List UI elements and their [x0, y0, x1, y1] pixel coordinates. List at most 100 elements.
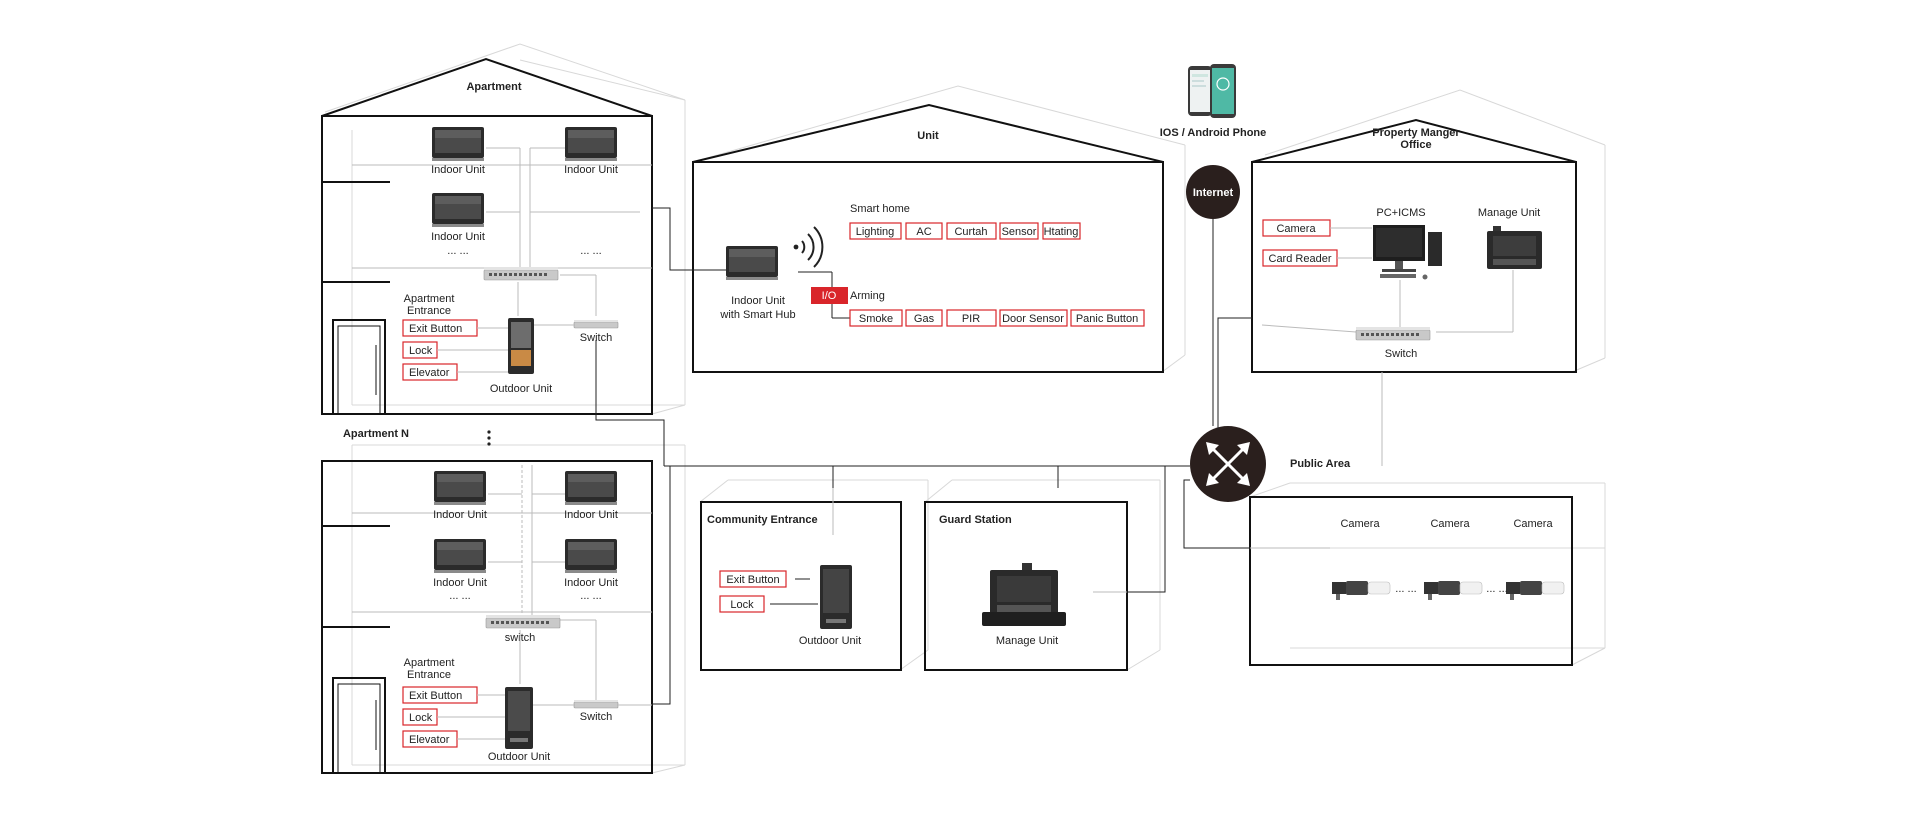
tag-lighting: Lighting	[856, 226, 895, 238]
indoor-unit-icon	[434, 471, 486, 505]
indoor-hub-label: with Smart Hub	[719, 309, 795, 321]
camera-icon	[1331, 580, 1391, 601]
indoor-unit-icon	[565, 539, 617, 573]
manage-unit-label: Manage Unit	[1478, 207, 1540, 219]
tag-ac: AC	[916, 226, 931, 238]
manage-unit-label: Manage Unit	[996, 635, 1058, 647]
internet-label: Internet	[1193, 187, 1234, 199]
switch-icon	[573, 319, 619, 329]
tag-exit-button: Exit Button	[726, 574, 779, 586]
apartment-title: Apartment	[466, 81, 521, 93]
tag-pir: PIR	[962, 313, 980, 325]
tag-elevator: Elevator	[409, 367, 450, 379]
tag-curtain: Curtah	[954, 226, 987, 238]
apartment-entrance-label: Apartment	[404, 293, 455, 305]
unit-building: Unit Indoor Unit with Smart Hub Smart ho…	[692, 103, 1164, 373]
ellipsis: ... ...	[447, 245, 468, 257]
camera-label: Camera	[1430, 518, 1470, 530]
indoor-unit-icon	[432, 127, 484, 161]
office-title: Office	[1400, 139, 1431, 151]
switch-icon	[573, 699, 619, 709]
tag-card-reader: Card Reader	[1269, 253, 1332, 265]
manage-unit-icon	[982, 563, 1066, 626]
core-switch-icon	[1190, 426, 1266, 502]
switch-label: Switch	[580, 332, 612, 344]
apartment-n-title: Apartment N	[343, 428, 409, 440]
property-office-building: Property Manger Office Camera Card Reade…	[1251, 118, 1577, 373]
camera-label: Camera	[1513, 518, 1553, 530]
apartment-entrance-label: Entrance	[407, 305, 451, 317]
switch-icon	[485, 614, 561, 629]
smart-home-tags: Lighting AC Curtah Sensor Htating	[849, 222, 1081, 240]
phone-label: IOS / Android Phone	[1160, 127, 1267, 139]
community-entrance-building: Community Entrance Exit Button Lock Outd…	[700, 501, 902, 671]
switch-icon	[1355, 326, 1431, 341]
arming-tags: Smoke Gas PIR Door Sensor Panic Button	[849, 309, 1145, 327]
perspective-lines	[324, 43, 1606, 774]
unit-title: Unit	[917, 130, 939, 142]
community-title: Community Entrance	[707, 514, 818, 526]
ellipsis: ... ...	[449, 590, 470, 602]
outdoor-unit-icon	[508, 318, 534, 374]
tag-smoke: Smoke	[859, 313, 893, 325]
tag-panic-button: Panic Button	[1076, 313, 1138, 325]
indoor-unit-label: Indoor Unit	[431, 164, 485, 176]
tag-camera: Camera	[1276, 223, 1316, 235]
apartment-n-building: Indoor Unit Indoor Unit Indoor Unit Indo…	[321, 460, 653, 774]
tag-sensor: Sensor	[1002, 226, 1037, 238]
tag-elevator: Elevator	[409, 734, 450, 746]
ellipsis: ... ...	[1395, 583, 1416, 595]
indoor-unit-icon	[434, 539, 486, 573]
outdoor-unit-label: Outdoor Unit	[490, 383, 552, 395]
indoor-unit-hub-icon	[726, 246, 778, 280]
arming-label: Arming	[850, 290, 885, 302]
indoor-unit-icon	[432, 193, 484, 227]
tag-lock: Lock	[409, 345, 433, 357]
apartment-entrance-label: Entrance	[407, 669, 451, 681]
pc-icon	[1373, 225, 1442, 280]
camera-icon	[1423, 580, 1483, 601]
outdoor-unit-icon	[820, 565, 852, 629]
apartment-entrance-label: Apartment	[404, 657, 455, 669]
phone-icon	[1188, 64, 1236, 118]
ellipsis: ... ...	[580, 590, 601, 602]
internet-icon	[1186, 165, 1240, 219]
indoor-unit-label: Indoor Unit	[431, 231, 485, 243]
office-title: Property Manger	[1372, 127, 1460, 139]
outdoor-unit-label: Outdoor Unit	[488, 751, 550, 763]
camera-icon	[1505, 580, 1565, 601]
indoor-unit-label: Indoor Unit	[433, 577, 487, 589]
indoor-unit-label: Indoor Unit	[433, 509, 487, 521]
smart-home-label: Smart home	[850, 203, 910, 215]
tag-door-sensor: Door Sensor	[1002, 313, 1064, 325]
more-dots-icon	[487, 430, 491, 446]
tag-heating: Htating	[1044, 226, 1079, 238]
switch-icon	[483, 266, 559, 281]
io-badge	[811, 287, 848, 304]
tag-lock: Lock	[409, 712, 433, 724]
guard-title: Guard Station	[939, 514, 1012, 526]
guard-station-building: Guard Station Manage Unit	[924, 501, 1128, 671]
public-area-title: Public Area	[1290, 458, 1351, 470]
indoor-unit-label: Indoor Unit	[564, 509, 618, 521]
wifi-icon	[793, 226, 824, 268]
ellipsis: ... ...	[580, 245, 601, 257]
manage-unit-icon	[1487, 226, 1542, 269]
camera-label: Camera	[1340, 518, 1380, 530]
indoor-unit-label: Indoor Unit	[564, 577, 618, 589]
indoor-unit-icon	[565, 471, 617, 505]
tag-exit-button: Exit Button	[409, 690, 462, 702]
indoor-unit-icon	[565, 127, 617, 161]
tag-exit-button: Exit Button	[409, 323, 462, 335]
network-wiring	[595, 207, 1383, 705]
indoor-hub-label: Indoor Unit	[731, 295, 785, 307]
public-area-building: Camera Camera Camera ... ... ... ...	[1249, 496, 1573, 666]
io-label: I/O	[822, 290, 837, 302]
outdoor-unit-label: Outdoor Unit	[799, 635, 861, 647]
office-switch-label: Switch	[1385, 348, 1417, 360]
ellipsis: ... ...	[1486, 583, 1507, 595]
tag-gas: Gas	[914, 313, 935, 325]
door-icon	[332, 677, 386, 774]
